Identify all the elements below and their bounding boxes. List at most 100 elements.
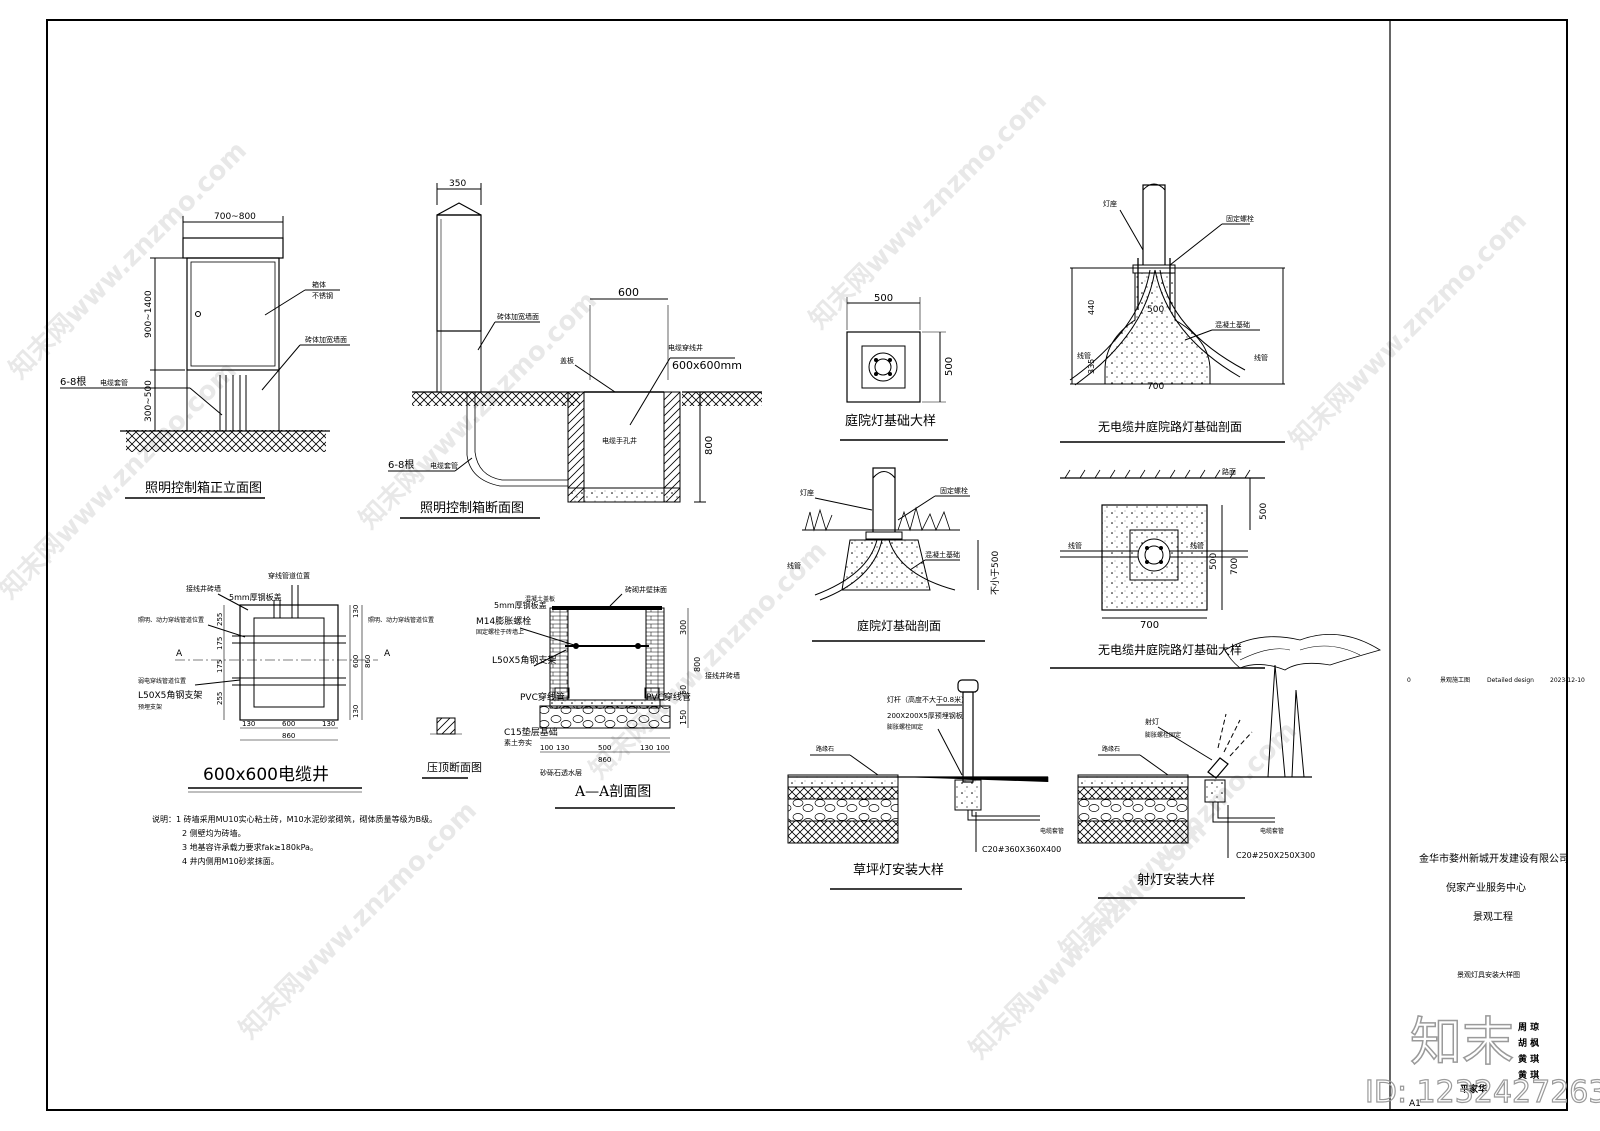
dim-v-3: 175 <box>216 660 224 673</box>
label-pipe-left: 线管 <box>1068 541 1082 550</box>
label-hand-well: 电缆手孔井 <box>602 436 637 445</box>
dim-height: 500 <box>944 357 955 376</box>
drawing-title: 景观灯具安装大样图 <box>1457 970 1520 979</box>
section-mark-left: A <box>176 649 183 659</box>
watermark-text: 知末网www.znzmo.com <box>4 136 253 385</box>
panel-title: 庭院灯基础剖面 <box>857 618 941 633</box>
notes-block: 说明：1 砖墙采用MU10实心粘土砖，M10水泥砂浆砌筑，砌体质量等级为B级。 … <box>152 814 437 866</box>
discipline: 景观工程 <box>1473 911 1513 923</box>
label-conduit: 电缆套管 <box>100 378 128 387</box>
dim-b-5: 100 <box>656 744 669 752</box>
dim-v-4: 255 <box>216 692 224 705</box>
panel-coping-section: 压顶断面图 <box>422 717 482 779</box>
panel-spotlight-install: 射灯 膨胀螺栓固定 路缘石 电缆套管 C20#250X250X300 射灯安装大… <box>1077 634 1381 899</box>
dim-depth: 800 <box>704 436 715 455</box>
panel-title: 无电缆井庭院路灯基础剖面 <box>1098 419 1242 434</box>
dim-335: 335 <box>1087 359 1096 374</box>
panel-section-a-a: 混凝土盖板 砖砌井壁抹面 5mm厚钢板盖 M14膨胀螺栓 固定螺栓于砖墙上 L5… <box>476 585 740 809</box>
panel-title: 照明控制箱断面图 <box>420 500 524 516</box>
rev-no: 0 <box>1407 677 1411 684</box>
label-pipe-position: 穿线管道位置 <box>268 571 310 580</box>
label-concrete: 混凝土基础 <box>1215 320 1250 329</box>
dim-v-2: 175 <box>216 637 224 650</box>
panel-cable-well-plan: A A 接线井砖墙 穿线管道位置 5mm厚钢板盖 照明、动力穿线管道位置 照明、… <box>138 571 434 793</box>
watermark-text: 知末网www.znzmo.com <box>1284 206 1533 455</box>
dim-500: 500 <box>1147 305 1164 315</box>
dim-440: 440 <box>1087 300 1096 315</box>
dim-v-300: 300 <box>679 620 688 635</box>
dim-height-2: 300~500 <box>144 380 154 422</box>
label-pvc-right: PVC穿线管 <box>646 691 691 703</box>
label-steel: 不锈钢 <box>312 291 333 300</box>
label-brick: 砖体加宽墙面 <box>497 312 539 321</box>
signature-2: 胡 枫 <box>1518 1037 1539 1049</box>
section-mark-right: A <box>384 649 391 659</box>
dim-v-50: 50 <box>679 685 688 695</box>
client-name: 金华市婺州新城开发建设有限公司 <box>1419 852 1569 865</box>
panel-lawn-lamp-install: 灯杆（高度不大于0.8米） 200X200X5厚预埋钢板 膨胀螺栓固定 路缘石 … <box>787 679 1064 890</box>
watermark-text: 知末网www.znzmo.com <box>584 536 833 785</box>
label-brick: 砖砌井壁抹面 <box>625 585 667 594</box>
panel-no-well-lamp-base-section: 440 335 500 700 灯座 固定螺栓 混凝土基础 线管 线管 无电缆井… <box>1060 183 1285 443</box>
label-5mm: 5mm厚钢板盖 <box>494 600 547 610</box>
label-pipe-right: 线管 <box>1190 541 1204 550</box>
label-fix: 膨胀螺栓固定 <box>1145 731 1181 739</box>
watermark-brand: 知末 ID: 1232427263 <box>1364 1012 1600 1110</box>
panel-title: 射灯安装大样 <box>1137 872 1215 888</box>
panel-title: 无电缆井庭院路灯基础大样 <box>1098 642 1242 657</box>
dim-well: 600 <box>618 286 639 299</box>
label-soil: 素土夯实 <box>504 738 532 747</box>
label-cover: 混凝土盖板 <box>525 595 555 603</box>
dim-v-800: 800 <box>693 657 702 672</box>
label-base: C20#360X360X400 <box>982 845 1061 854</box>
signature-3: 黄 琪 <box>1518 1053 1539 1065</box>
label-conduit: 电缆套管 <box>430 461 458 470</box>
label-pipe-right: 线管 <box>1254 353 1268 362</box>
label-bolt: 固定螺栓 <box>940 486 968 495</box>
note-line: 2 侧壁均为砖墙。 <box>182 828 246 838</box>
label-gravel: 砂砾石透水层 <box>540 768 582 777</box>
label-lamp: 灯座 <box>800 488 814 497</box>
label-pipe-left: 线管 <box>1077 351 1091 360</box>
label-plate: 200X200X5厚预埋钢板 <box>887 711 963 720</box>
dim-b-4: 130 <box>640 744 653 752</box>
panel-title: 草坪灯安装大样 <box>853 863 944 878</box>
watermark-layer: 知末网www.znzmo.com 知末网www.znzmo.com 知末网www… <box>0 86 1533 1065</box>
dim-500: 500 <box>1259 503 1269 520</box>
dim-depth: 不小于500 <box>990 551 1001 595</box>
panel-title: A—A剖面图 <box>574 784 651 800</box>
dim-700-h: 700 <box>1140 620 1159 631</box>
dim-500-inner: 500 <box>1209 553 1219 570</box>
dim-b-2: 600 <box>282 720 295 728</box>
label-curb: 路缘石 <box>816 745 834 753</box>
dim-b-3: 130 <box>322 720 335 728</box>
dim-vr-3: 860 <box>364 655 372 668</box>
dim-b-1: 100 <box>540 744 553 752</box>
rev-date: 2023-12-10 <box>1550 677 1585 684</box>
label-lamp: 灯座 <box>1103 199 1117 208</box>
label-bracket: 接线井砖墙 <box>186 584 221 593</box>
panel-title: 600x600电缆井 <box>203 765 329 785</box>
signature-4: 黄 琪 <box>1518 1069 1539 1081</box>
note-line: 4 井内侧用M10砂浆抹面。 <box>182 856 279 866</box>
title-block: 0 景观施工图 Detailed design 2023-12-10 金华市婺州… <box>1407 676 1585 1109</box>
watermark-text: 知末网www.znzmo.com <box>804 86 1053 335</box>
label-well-size: 600x600mm <box>672 359 742 372</box>
label-cable: 电缆套管 <box>1260 827 1284 835</box>
panel-control-box-section: 350 砖体加宽墙面 600 800 电缆穿线井 600x600mm 盖板 电缆… <box>388 179 762 519</box>
label-lighting-left: 照明、动力穿线管道位置 <box>138 616 204 624</box>
dim-700: 700 <box>1147 382 1164 392</box>
label-pipe: 线管 <box>787 561 801 570</box>
panel-title: 压顶断面图 <box>427 760 482 774</box>
panel-control-box-elevation: 700~800 900~1400 300~500 箱体 不锈钢 砖体加宽墙面 6… <box>60 212 350 499</box>
dim-vr-4: 130 <box>352 705 360 718</box>
label-pvc-left: PVC穿线管 <box>520 691 565 703</box>
label-l50: L50X5角钢支架 <box>138 689 202 701</box>
label-lamp: 射灯 <box>1145 717 1159 726</box>
label-fix: 固定螺栓于砖墙上 <box>476 628 524 636</box>
dim-vr-1: 130 <box>352 605 360 618</box>
label-brick: 砖体加宽墙面 <box>305 335 347 344</box>
dim-width: 700~800 <box>214 212 256 222</box>
panel-courtyard-lamp-base-section: 灯座 固定螺栓 线管 混凝土基础 不小于500 庭院灯基础剖面 <box>787 467 1001 642</box>
